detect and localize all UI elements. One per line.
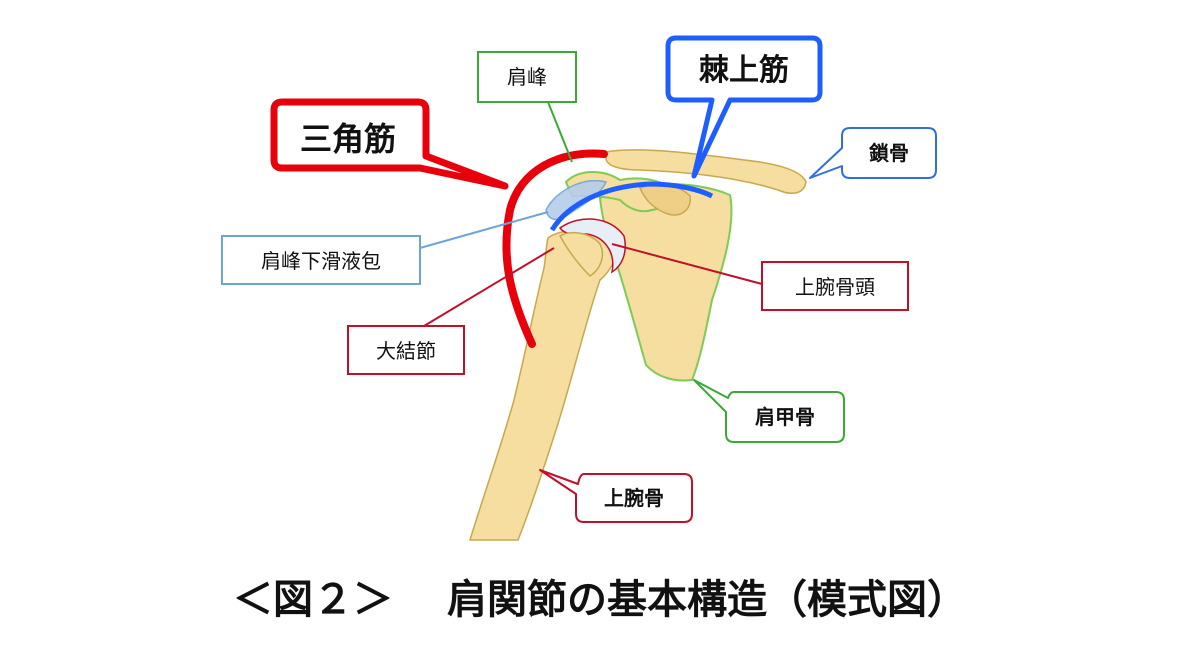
svg-text:三角筋: 三角筋 xyxy=(300,120,396,158)
svg-text:鎖骨: 鎖骨 xyxy=(869,141,909,165)
humerus-label: 上腕骨 xyxy=(539,469,693,523)
svg-text:上腕骨頭: 上腕骨頭 xyxy=(795,275,875,299)
deltoid-arc xyxy=(502,149,608,348)
humeral-head-label: 上腕骨頭 xyxy=(611,243,909,311)
svg-text:棘上筋: 棘上筋 xyxy=(699,53,789,88)
svg-text:肩峰下滑液包: 肩峰下滑液包 xyxy=(261,249,381,273)
deltoid-label: 三角筋 xyxy=(270,98,509,190)
figure-caption: ＜図２＞ 肩関節の基本構造（模式図） xyxy=(233,577,967,623)
shoulder-diagram: 三角筋 棘上筋 肩峰 鎖骨 肩峰下滑液包 上腕骨頭 大結節 肩甲骨 xyxy=(221,35,937,541)
scapula-label: 肩甲骨 xyxy=(693,379,845,443)
svg-text:大結節: 大結節 xyxy=(376,339,436,363)
subacromial-bursa-label: 肩峰下滑液包 xyxy=(221,211,549,285)
greater-tubercle-label: 大結節 xyxy=(347,247,555,375)
supraspinatus-band xyxy=(549,181,714,232)
greater-tubercle-shape xyxy=(558,231,604,277)
svg-text:上腕骨: 上腕骨 xyxy=(604,486,664,510)
supraspinatus-label: 棘上筋 xyxy=(665,35,823,179)
acromion-label: 肩峰 xyxy=(477,51,577,163)
svg-text:肩峰: 肩峰 xyxy=(507,65,547,89)
svg-text:肩甲骨: 肩甲骨 xyxy=(755,405,815,429)
subacromial-bursa-shape xyxy=(545,179,608,221)
clavicle-label: 鎖骨 xyxy=(809,127,937,179)
